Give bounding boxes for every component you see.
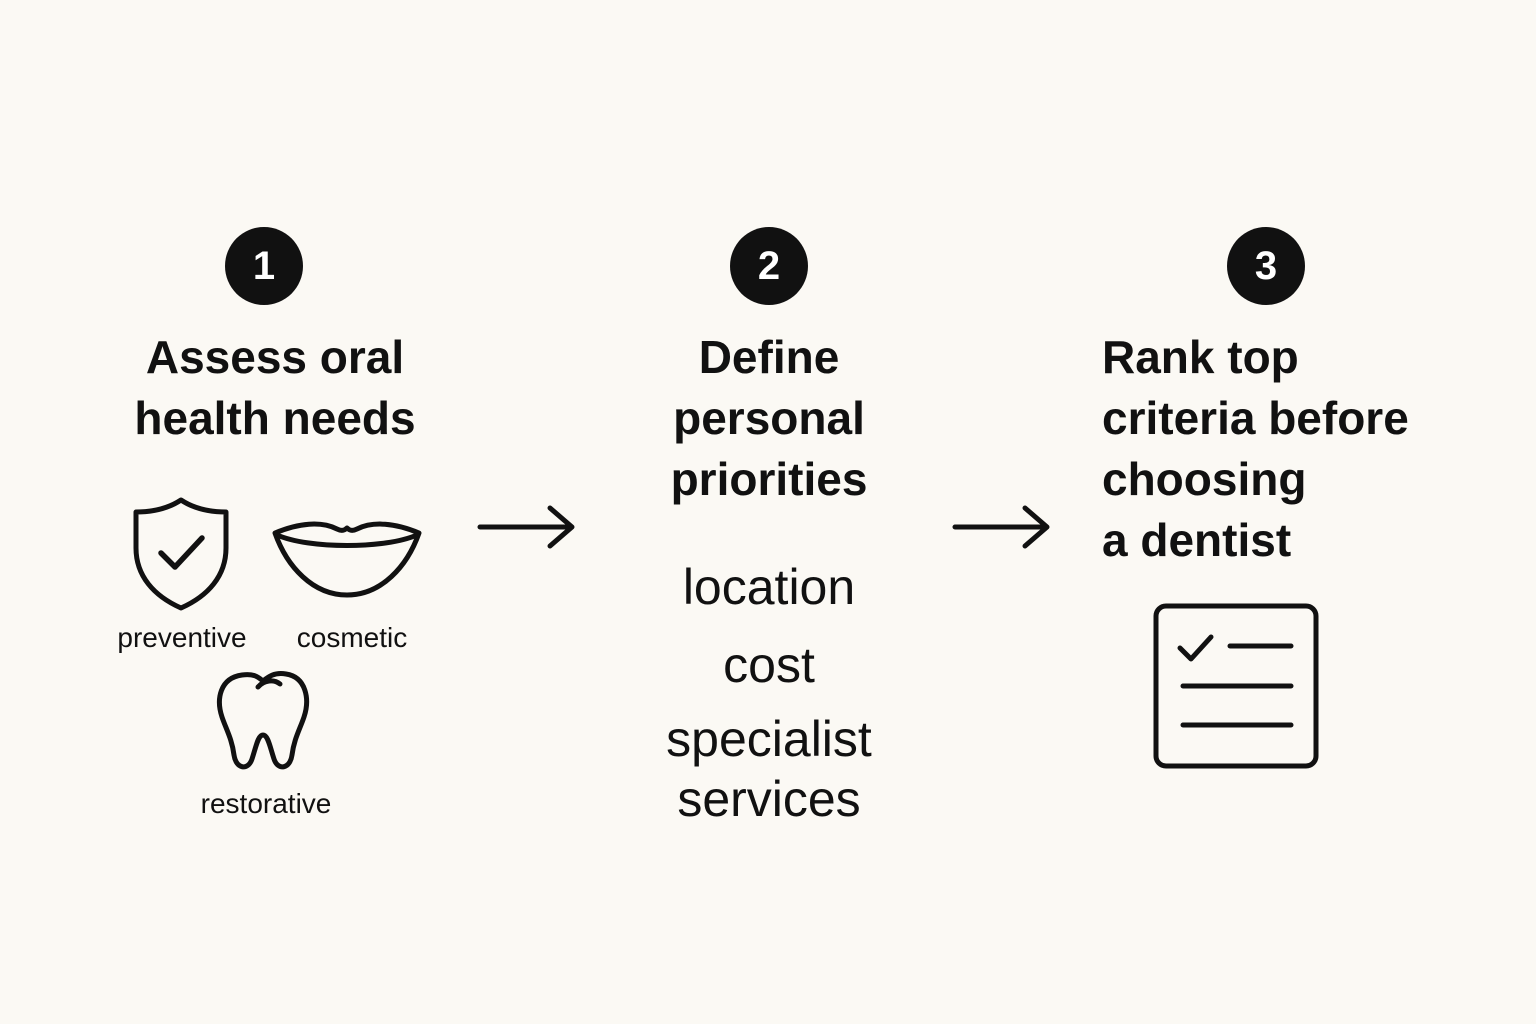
step-3-title-line-4: a dentist <box>1102 514 1292 566</box>
step-3-title-line-2: criteria before <box>1102 392 1409 444</box>
step-2-title-line-2: personal <box>673 392 865 444</box>
preventive-label: preventive <box>117 622 247 653</box>
step-1-title: Assess oral health needs <box>100 327 450 449</box>
step-1-badge: 1 <box>225 227 303 305</box>
arrow-right-icon <box>477 505 575 549</box>
step-1-number: 1 <box>252 244 276 288</box>
cosmetic-label: cosmetic <box>296 622 408 653</box>
restorative-label: restorative <box>200 788 332 819</box>
step-3-title-line-3: choosing <box>1102 453 1307 505</box>
priority-cost: cost <box>723 637 815 693</box>
tooth-icon <box>217 671 310 770</box>
step-3-number: 3 <box>1254 244 1278 288</box>
step-2-title-line-3: priorities <box>670 453 868 505</box>
shield-check-icon <box>133 497 229 611</box>
step-2-title: Define personal priorities <box>600 327 938 510</box>
priority-services: services <box>677 771 861 827</box>
step-2-badge: 2 <box>730 227 808 305</box>
lips-icon <box>272 521 422 598</box>
step-2-number: 2 <box>757 244 781 288</box>
priority-specialist: specialist <box>666 711 872 767</box>
priority-location: location <box>682 559 856 615</box>
arrow-right-icon <box>952 505 1050 549</box>
step-1-title-line-1: Assess oral <box>145 331 405 383</box>
checklist-icon <box>1153 603 1319 769</box>
step-3-title: Rank top criteria before choosing a dent… <box>1102 327 1522 571</box>
step-2-title-line-1: Define <box>698 331 840 383</box>
step-1-title-line-2: health needs <box>134 392 416 444</box>
step-3-badge: 3 <box>1227 227 1305 305</box>
step-3-title-line-1: Rank top <box>1102 331 1299 383</box>
